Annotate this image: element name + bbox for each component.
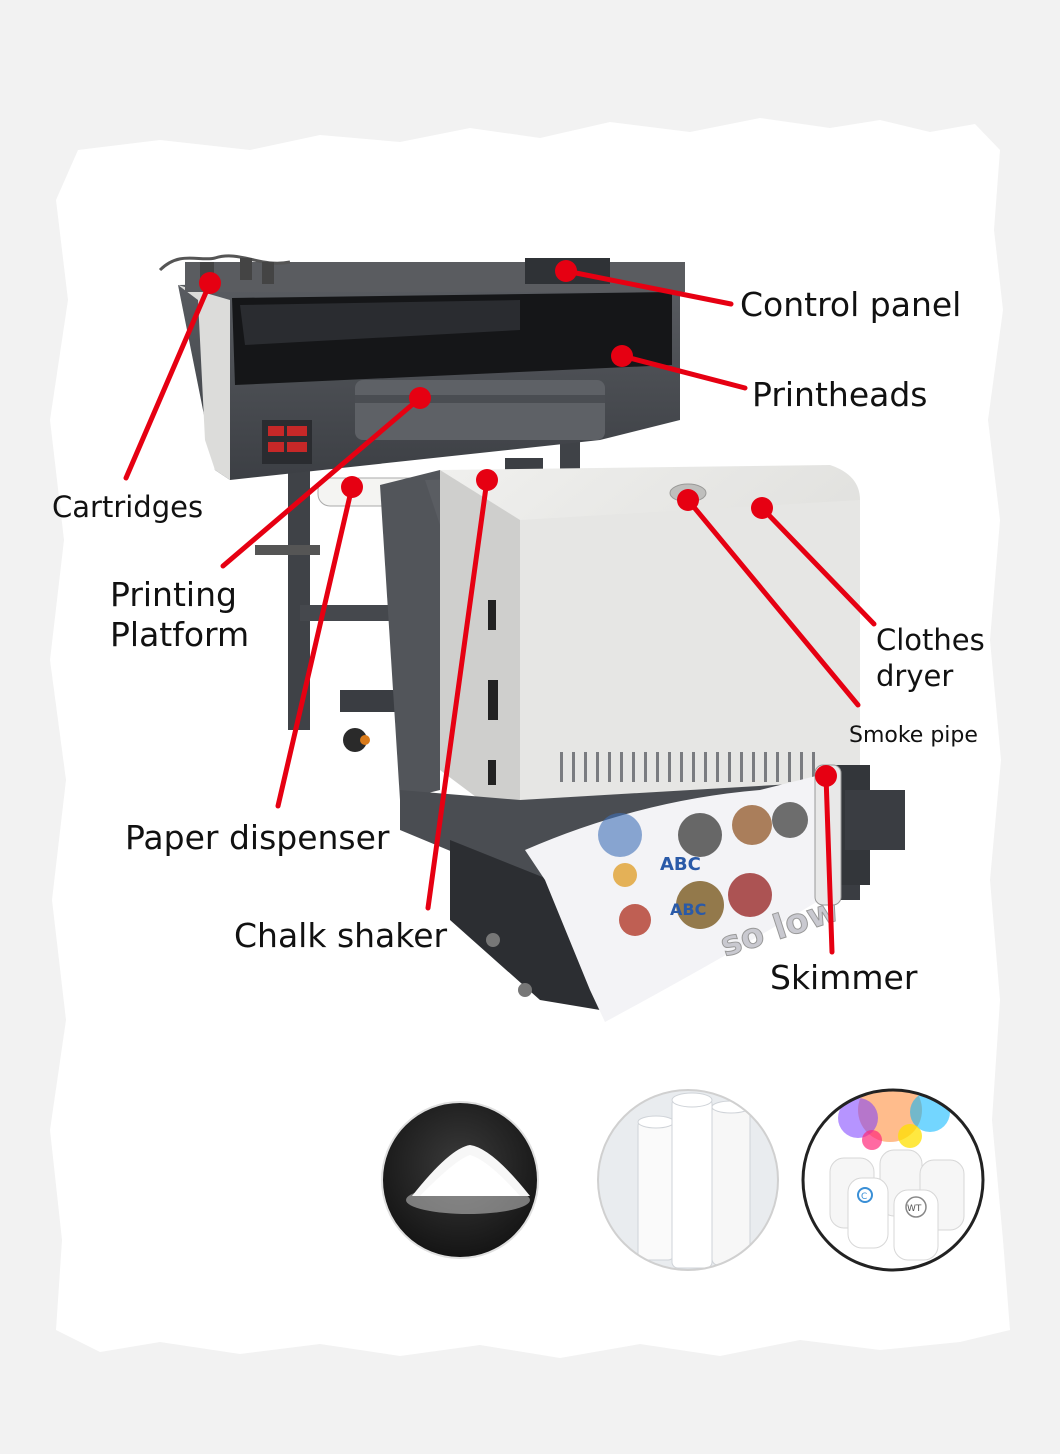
dot-chalk-shaker	[476, 469, 498, 491]
dot-clothes-dryer	[751, 497, 773, 519]
ink-bottles-icon: C WT	[803, 1090, 983, 1270]
label-control-panel: Control panel	[740, 285, 962, 324]
film-logo-text: ABC	[660, 854, 701, 875]
dot-smoke-pipe	[677, 489, 699, 511]
line-smoke-pipe	[685, 497, 861, 708]
label-paper-dispenser: Paper dispenser	[125, 818, 390, 857]
label-cartridges: Cartridges	[52, 490, 204, 524]
powder-icon	[382, 1102, 538, 1258]
label-printing-platform: Printing Platform	[110, 575, 249, 654]
callout-lines	[123, 268, 877, 955]
line-printing-platform	[220, 395, 423, 569]
film-logo-text-2: ABC	[670, 900, 706, 919]
line-clothes-dryer	[759, 505, 877, 627]
dot-skimmer	[815, 765, 837, 787]
label-printheads: Printheads	[752, 375, 928, 414]
label-smoke-pipe: Smoke pipe	[849, 723, 978, 748]
line-printheads	[619, 353, 748, 391]
callout-dots	[199, 260, 837, 787]
line-control-panel	[563, 268, 734, 307]
label-chalk-shaker: Chalk shaker	[234, 916, 448, 955]
label-skimmer: Skimmer	[770, 958, 918, 997]
label-printing-platform-line1: Printing	[110, 575, 237, 614]
dot-paper-dispenser	[341, 476, 363, 498]
label-printing-platform-line2: Platform	[110, 614, 250, 654]
line-chalk-shaker	[425, 477, 490, 911]
dot-control-panel	[555, 260, 577, 282]
label-clothes-dryer-line2: dryer	[876, 659, 954, 694]
line-paper-dispenser	[275, 484, 355, 809]
bottle-label-cyan: C	[861, 1192, 867, 1202]
dryer-illustration: ABC ABC so low	[380, 465, 905, 1022]
dot-printing-platform	[409, 387, 431, 409]
dot-cartridges	[199, 272, 221, 294]
dot-printheads	[611, 345, 633, 367]
label-clothes-dryer: Clothes dryer	[876, 622, 985, 695]
line-cartridges	[123, 280, 213, 481]
film-rolls-icon	[598, 1090, 778, 1270]
label-clothes-dryer-line1: Clothes	[876, 623, 985, 657]
line-skimmer	[823, 773, 835, 955]
bottle-label-white: WT	[907, 1204, 922, 1214]
